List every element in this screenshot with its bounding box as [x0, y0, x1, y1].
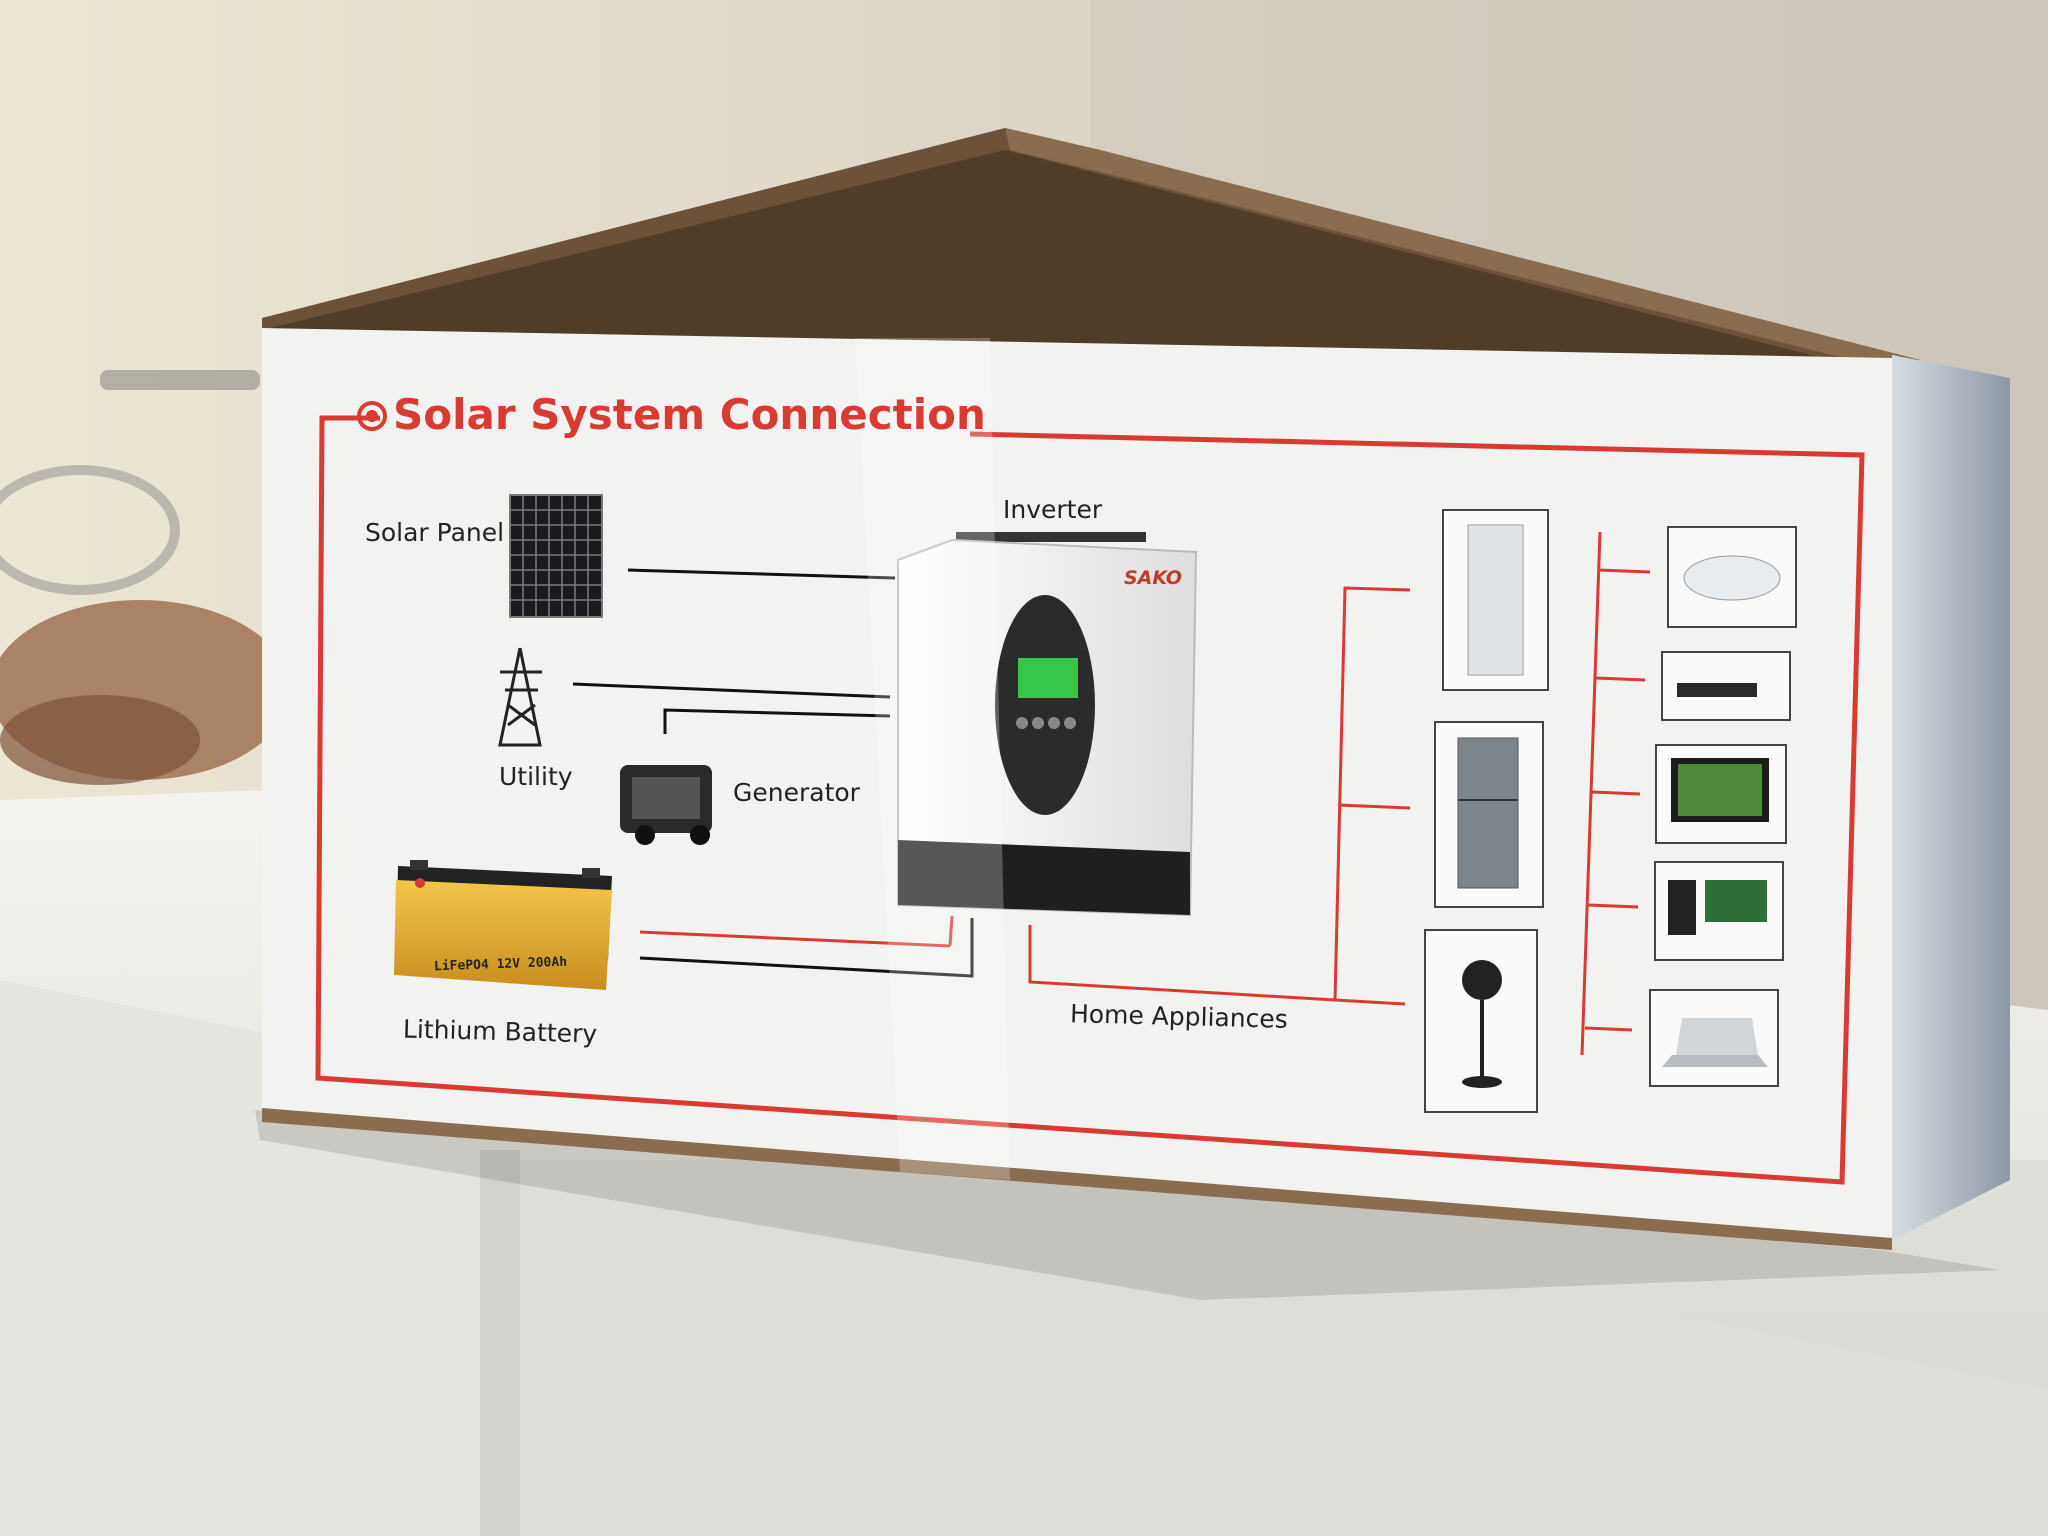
box-flap-edge — [1005, 128, 1920, 372]
label-lithium-battery: Lithium Battery — [402, 1014, 598, 1049]
box-side — [1892, 355, 2010, 1240]
diagram-title: Solar System Connection — [393, 390, 986, 439]
blurred-bowl — [0, 465, 180, 595]
blurred-handle — [100, 370, 260, 390]
appliance-refrigerator — [1434, 721, 1544, 908]
cabinet-gap — [480, 1150, 520, 1536]
diagram-frame — [315, 415, 1865, 1185]
brand-logo: SAKO — [1124, 567, 1183, 589]
solar-panel-graphic — [509, 494, 603, 618]
appliance-fan — [1424, 929, 1538, 1113]
appliance-dvd-player — [1661, 651, 1791, 721]
appliance-computer — [1654, 861, 1784, 961]
blurred-cloth-fold — [0, 695, 200, 785]
appliance-ceiling-light — [1667, 526, 1797, 628]
box-shadow — [255, 1110, 2000, 1300]
connection-lines — [572, 531, 1651, 1056]
packing-tape — [855, 338, 1010, 1180]
appliance-air-conditioner — [1442, 509, 1549, 691]
inverter-graphic — [897, 532, 1198, 917]
appliance-laptop — [1649, 989, 1779, 1087]
battery-graphic — [394, 860, 612, 990]
label-solar-panel: Solar Panel — [365, 518, 505, 547]
label-utility: Utility — [499, 762, 573, 791]
utility-tower-graphic — [498, 647, 542, 747]
box-inside — [262, 150, 1870, 370]
label-home-appliances: Home Appliances — [1069, 999, 1289, 1034]
box-bottom-edge — [262, 1108, 1892, 1250]
generator-graphic — [620, 765, 712, 845]
label-inverter: Inverter — [1003, 495, 1103, 524]
label-generator: Generator — [733, 778, 860, 807]
appliance-tv — [1655, 744, 1787, 844]
title-bullet — [357, 401, 387, 431]
title-bullet-dot — [366, 410, 378, 422]
